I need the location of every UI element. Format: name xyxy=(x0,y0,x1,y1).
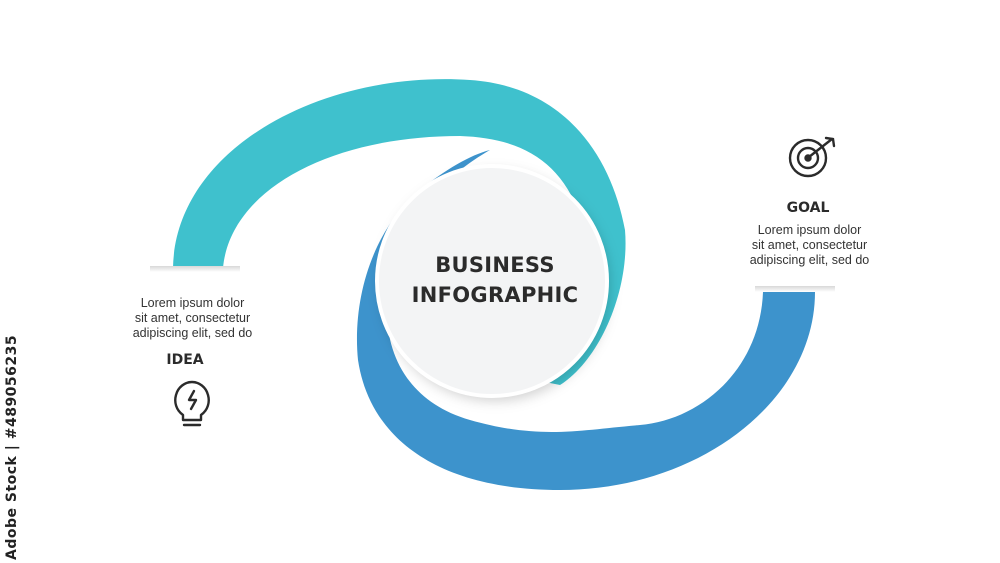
idea-block: Lorem ipsum dolor sit amet, consectetur … xyxy=(105,296,280,341)
goal-description: Lorem ipsum dolor sit amet, consectetur … xyxy=(722,223,897,268)
teal-arc-band xyxy=(173,79,626,385)
idea-text-line1: Lorem ipsum dolor xyxy=(140,296,245,310)
idea-band-cap xyxy=(150,266,240,272)
goal-band-cap xyxy=(755,286,835,292)
stock-id-watermark: Adobe Stock | #489056235 xyxy=(4,320,34,560)
goal-text-line2: sit amet, consectetur xyxy=(751,238,868,252)
idea-text-line3: adipiscing elit, sed do xyxy=(132,326,253,340)
goal-text-line3: adipiscing elit, sed do xyxy=(749,253,870,267)
center-title-line2: INFOGRAPHIC xyxy=(411,283,579,307)
center-title-line1: BUSINESS xyxy=(435,253,555,277)
goal-block: Lorem ipsum dolor sit amet, consectetur … xyxy=(722,223,897,268)
target-icon xyxy=(788,136,836,178)
blue-arc-band xyxy=(356,150,815,490)
center-circle-rim xyxy=(375,164,609,398)
goal-heading: GOAL xyxy=(786,200,830,216)
idea-description: Lorem ipsum dolor sit amet, consectetur … xyxy=(105,296,280,341)
center-circle xyxy=(377,166,607,396)
stock-id-text: Adobe Stock | #489056235 xyxy=(4,334,20,560)
center-title: BUSINESS INFOGRAPHIC xyxy=(380,250,610,310)
idea-text-line2: sit amet, consectetur xyxy=(134,311,251,325)
goal-text-line1: Lorem ipsum dolor xyxy=(757,223,862,237)
lightbulb-icon xyxy=(174,380,210,427)
idea-heading: IDEA xyxy=(166,352,204,368)
